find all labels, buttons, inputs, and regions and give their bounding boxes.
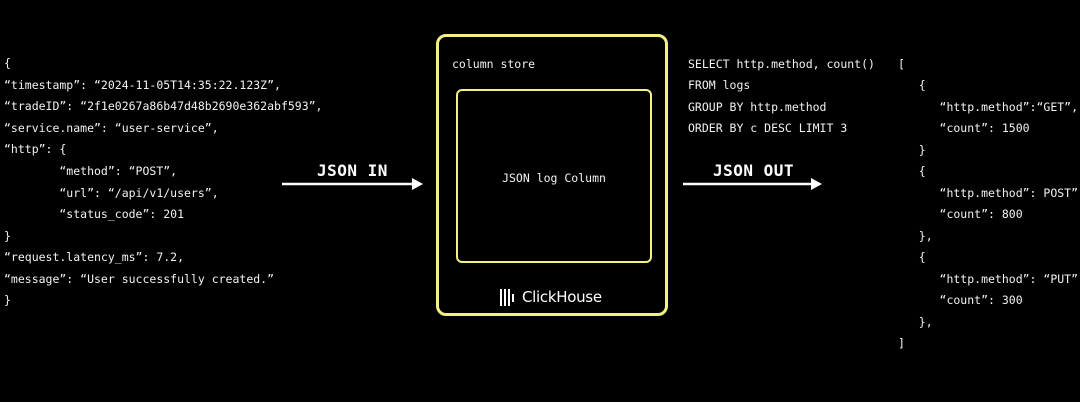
input-json-line: } [4,229,11,243]
output-json-line: } [898,143,926,157]
json-log-column-label: JSON log Column [502,171,606,185]
input-json-line: { [4,56,11,70]
input-json-line: “url”: “/api/v1/users”, [4,186,219,200]
input-json-line: “tradeID”: “2f1e0267a86b47d48b2690e362ab… [4,99,323,113]
clickhouse-bars-icon [500,288,516,306]
output-json-line: “http.method”:“GET”, [898,100,1079,114]
column-store-title: column store [452,57,536,71]
output-json-line: “http.method”: “PUT”, [898,272,1080,286]
output-json-line: ] [898,336,905,350]
output-json-line: { [898,250,926,264]
query-line: FROM logs [688,78,751,92]
json-in-label: JSON IN [317,161,388,180]
output-json-line: { [898,164,926,178]
output-json-line: }, [898,315,933,329]
output-json-line: “count”: 1500 [898,121,1030,135]
output-json-line: “http.method”: POST”, [898,186,1080,200]
output-json-line: }, [898,229,933,243]
query-line: GROUP BY http.method [688,100,827,114]
json-out-label: JSON OUT [713,161,795,180]
input-json-line: “status_code”: 201 [4,207,185,221]
json-log-column-box [456,89,652,263]
query-line: SELECT http.method, count() [688,57,875,71]
input-json-line: “message”: “User successfully created.” [4,272,275,286]
input-json-line: “service.name”: “user-service”, [4,121,219,135]
clickhouse-logo-text: ClickHouse [522,288,602,306]
input-json-line: “method”: “POST”, [4,164,178,178]
query-line: ORDER BY c DESC LIMIT 3 [688,121,848,135]
input-json-line: “request.latency_ms”: 7.2, [4,250,185,264]
input-json-line: } [4,293,11,307]
column-store-box [436,34,668,316]
json-in-arrow-icon [282,178,423,190]
input-json-line: “timestamp”: “2024-11-05T14:35:22.123Z”, [4,78,281,92]
output-json-line: [ [898,57,905,71]
json-out-arrow-icon [683,178,822,190]
output-json-line: “count”: 300 [898,293,1023,307]
clickhouse-logo: ClickHouse [500,287,602,307]
output-json-line: “count”: 800 [898,207,1023,221]
input-json-line: “http”: { [4,142,67,156]
output-json-line: { [898,78,926,92]
